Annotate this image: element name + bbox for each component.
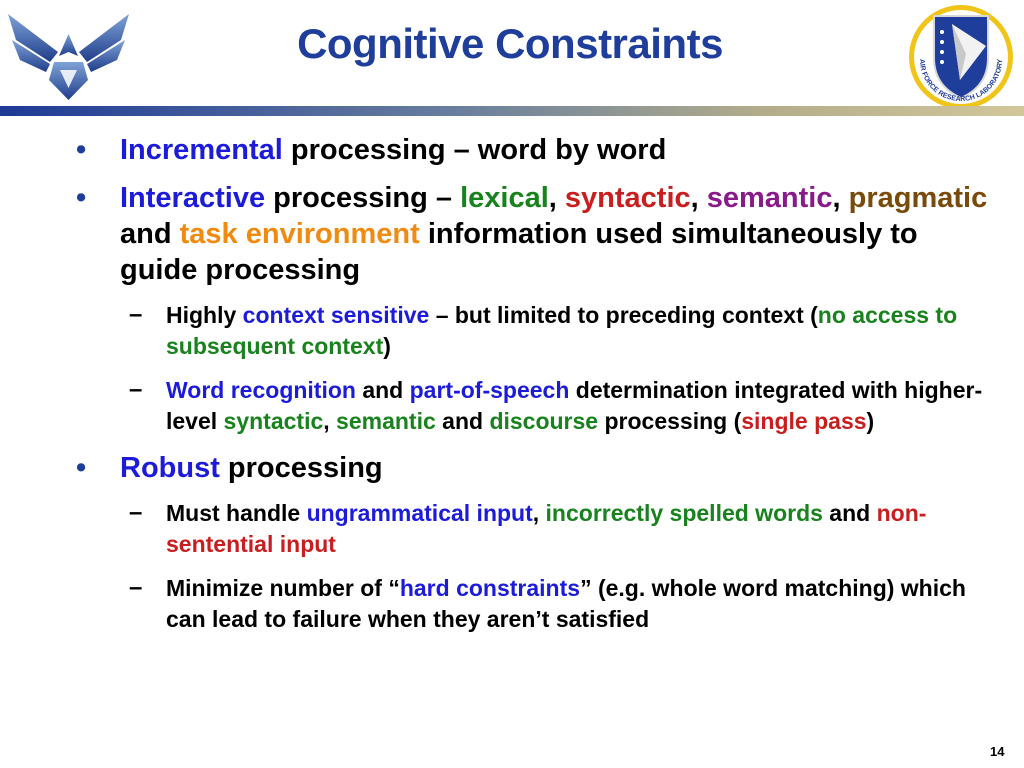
highlighted-term: hard constraints	[399, 575, 581, 601]
highlighted-term: no access to subsequent context	[166, 302, 958, 359]
bullet-text: and	[120, 218, 180, 250]
bullet-text: processing	[219, 452, 383, 484]
highlighted-term: single pass	[741, 408, 867, 434]
highlighted-term: semantic	[706, 182, 833, 214]
bullet-text: ,	[532, 500, 546, 526]
page-number: 14	[990, 744, 1005, 759]
bullet-text: and	[822, 500, 877, 526]
sub-bullet-marker: –	[129, 574, 143, 601]
highlighted-term: non-sentential input	[166, 500, 927, 557]
sub-bullet-item: –Highly context sensitive – but limited …	[129, 300, 996, 362]
bullet-item: • Robust processing	[76, 450, 1000, 486]
bullet-text: ,	[690, 182, 707, 214]
highlighted-term: task environment	[179, 218, 420, 250]
sub-bullet-marker: –	[129, 301, 143, 328]
highlighted-term: syntactic	[223, 408, 324, 434]
highlighted-term: Interactive	[120, 182, 266, 214]
sub-bullet-item: –Minimize number of “hard constraints” (…	[129, 573, 996, 635]
highlighted-term: incorrectly spelled words	[545, 500, 823, 526]
highlighted-term: Incremental	[120, 134, 283, 166]
highlighted-term: context sensitive	[242, 302, 430, 328]
highlighted-term: discourse	[489, 408, 599, 434]
bullet-text: Must handle	[166, 500, 307, 526]
bullet-text: ,	[323, 408, 337, 434]
bullet-text: Highly	[166, 302, 243, 328]
highlighted-term: Robust	[120, 452, 220, 484]
bullet-item: • Incremental processing – word by word	[76, 132, 1000, 168]
bullet-text: processing –	[265, 182, 461, 214]
highlighted-term: part-of-speech	[409, 377, 570, 403]
sub-bullet-marker: –	[129, 376, 143, 403]
highlighted-term: pragmatic	[848, 182, 988, 214]
bullet-text: ” (e.g. whole word matching) which can l…	[166, 575, 966, 632]
highlighted-term: lexical	[460, 182, 549, 214]
sub-bullet-marker: –	[129, 499, 143, 526]
highlighted-term: syntactic	[564, 182, 691, 214]
header-divider	[0, 106, 1024, 116]
bullet-text: and	[355, 377, 410, 403]
bullet-marker: •	[76, 182, 87, 214]
highlighted-term: Word recognition	[166, 377, 356, 403]
bullet-item: • Interactive processing – lexical, synta…	[76, 180, 1000, 288]
bullet-text: processing (	[598, 408, 742, 434]
afrl-shield-logo: AIR FORCE RESEARCH LABORATORY	[909, 5, 1013, 109]
air-force-wings-logo	[8, 14, 129, 100]
bullet-text: ,	[548, 182, 565, 214]
page-title: Cognitive Constraints	[297, 20, 723, 67]
bullet-marker: •	[76, 134, 87, 166]
bullet-text: and	[435, 408, 490, 434]
bullet-text: Minimize number of “	[166, 575, 400, 601]
bullet-list: • Incremental processing – word by word • I…	[0, 132, 1024, 648]
bullet-marker: •	[76, 452, 87, 484]
highlighted-term: semantic	[336, 408, 436, 434]
highlighted-term: ungrammatical input	[306, 500, 533, 526]
bullet-text: processing – word by word	[282, 134, 667, 166]
bullet-text: ,	[832, 182, 849, 214]
sub-bullet-item: –Word recognition and part-of-speech det…	[129, 375, 996, 437]
sub-bullet-item: –Must handle ungrammatical input, incorr…	[129, 498, 996, 560]
bullet-text: determination integrated with higher-lev…	[166, 377, 983, 434]
bullet-text: )	[383, 333, 391, 359]
bullet-text: – but limited to preceding context (	[429, 302, 818, 328]
slide-header: Cognitive Constraints AIR FORCE RESEARCH…	[0, 0, 1024, 120]
bullet-text: )	[866, 408, 875, 434]
bullet-text: information used simultaneously to guide…	[120, 218, 918, 286]
